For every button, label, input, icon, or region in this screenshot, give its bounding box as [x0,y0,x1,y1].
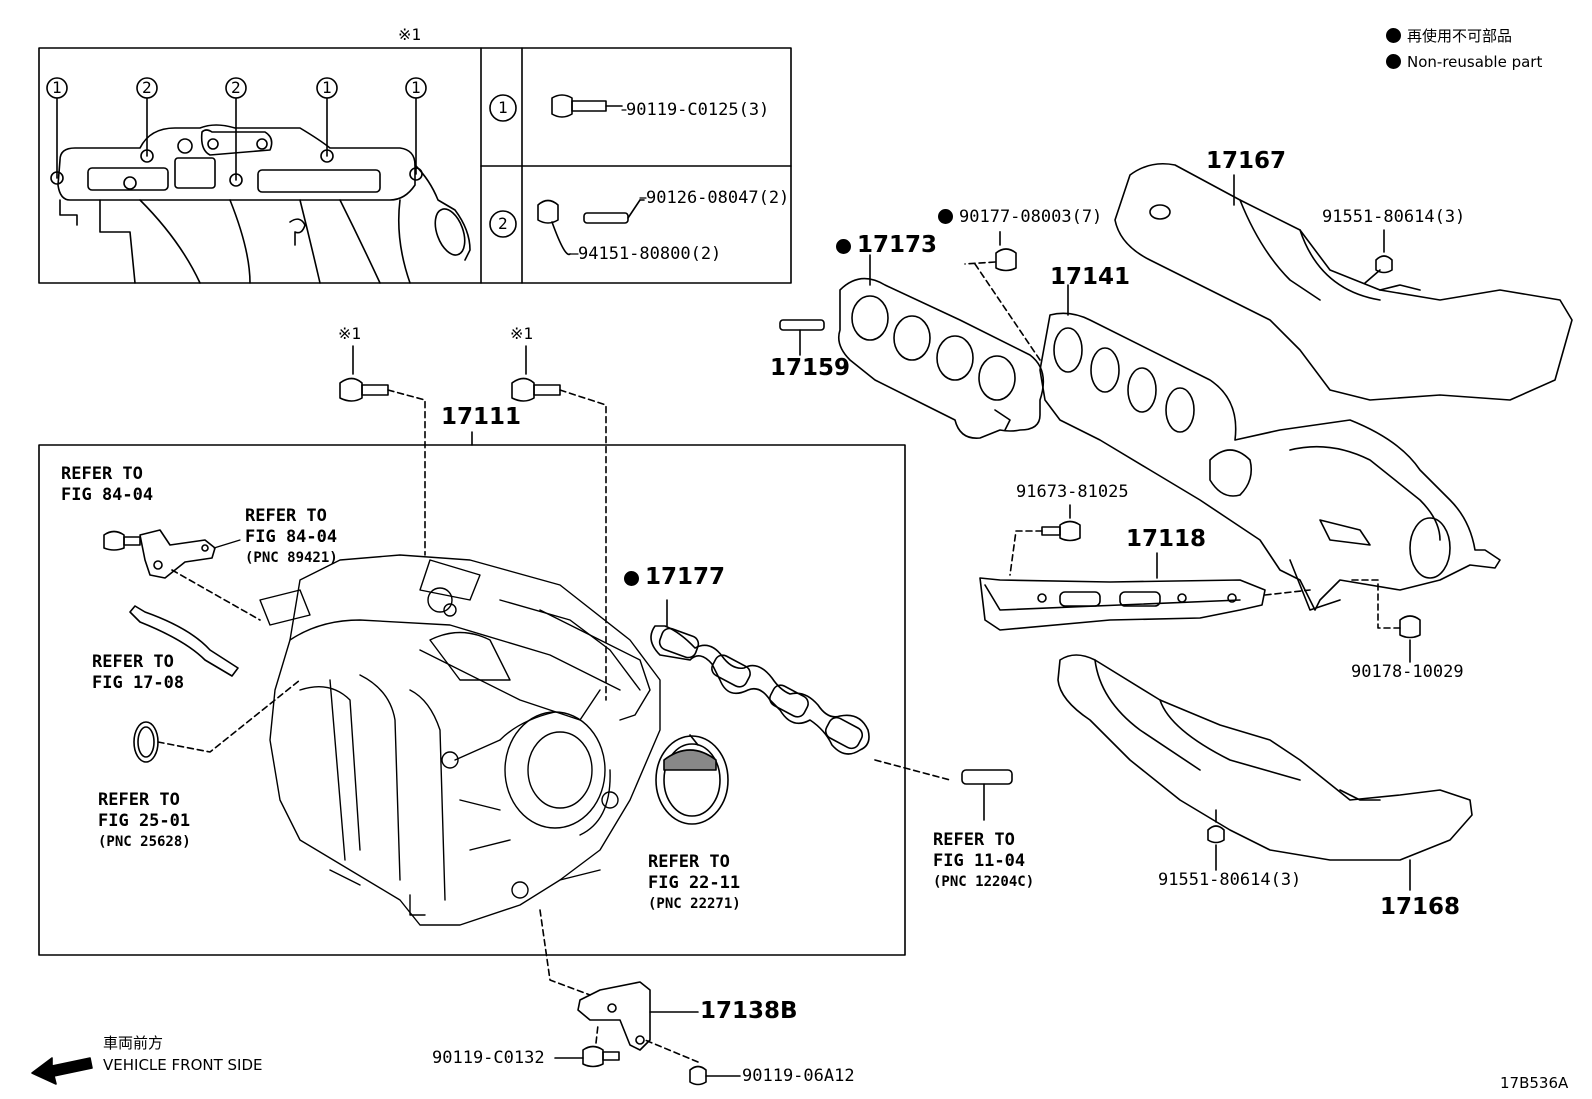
refer-line2: FIG 22-11 [648,873,741,893]
inset-box [38,47,792,284]
part-17177: 17177 [624,566,725,589]
non-reusable-dot-icon [938,209,953,224]
non-reusable-dot-icon [1386,28,1401,43]
part-90177-08003: 90177-08003(7) [938,209,1102,226]
refer-pnc: (PNC 25628) [98,834,191,850]
refer-pnc: (PNC 22271) [648,896,741,912]
part-91551-80614-top: 91551-80614(3) [1322,207,1466,227]
part-94151-80800: 94151-80800(2) [578,244,722,264]
o-ring-icon [133,679,301,763]
leader-lines [213,109,647,549]
inset-nut-icon [537,199,571,256]
gasket-17173-icon [837,254,1045,439]
part-90178-10029: 90178-10029 [1351,662,1464,682]
bolt-90119-06a12-icon [644,1039,741,1086]
inset-mark: ※1 [398,25,422,44]
refer-line1: REFER TO [98,790,180,810]
bolt-90119-c0132-icon [554,1024,620,1068]
refer-line2: FIG 84-04 [61,485,154,505]
part-17173: 17173 [836,234,937,257]
bolt-mark-right: ※1 [510,324,534,343]
throttle-gasket-icon [655,734,729,825]
refer-fig-25-01: REFER TO FIG 25-01 (PNC 25628) [98,790,191,853]
bolt-91673-icon [1009,504,1081,576]
heat-insulator-17167-icon [1114,162,1573,401]
inset-circle-3: 2 [231,78,241,97]
part-91551-80614-bottom: 91551-80614(3) [1158,870,1302,890]
front-side-en: VEHICLE FRONT SIDE [103,1056,263,1074]
part-90119-c0132: 90119-C0132 [432,1048,545,1068]
nut-90178-icon [1349,579,1421,663]
part-17118: 17118 [1126,526,1207,552]
inset-circle-4: 1 [322,78,332,97]
refer-fig-84-04-a: REFER TO FIG 84-04 [61,464,153,506]
part-17167: 17167 [1206,148,1287,174]
refer-line1: REFER TO [933,830,1015,850]
refer-line1: REFER TO [648,852,730,872]
inset-row-1-num: 1 [498,98,508,117]
non-reusable-dot-icon [624,571,639,586]
bolt-91551-bottom-icon [1207,809,1225,871]
legend-jp: 再使用不可部品 [1386,28,1512,44]
part-90119-06a12: 90119-06A12 [742,1066,855,1086]
exhaust-manifold-icon [1039,284,1501,611]
inset-flange-drawing [57,124,471,284]
inset-callouts [46,77,517,238]
refer-fig-22-11: REFER TO FIG 22-11 (PNC 22271) [648,852,741,915]
bracket-17138b-icon [539,909,699,1051]
gasket-17177-icon [650,599,951,781]
refer-line2: FIG 11-04 [933,851,1026,871]
legend-en: Non-reusable part [1386,54,1542,70]
top-bolt-right-icon [511,345,607,701]
part-17141: 17141 [1050,264,1131,290]
intake-manifold-drawing [259,554,661,926]
inset-row-2-num: 2 [498,214,508,233]
inset-circle-1: 1 [52,78,62,97]
top-bolt-left-icon [339,345,426,556]
intake-manifold-box [38,444,906,956]
refer-line1: REFER TO [92,652,174,672]
bolt-mark-left: ※1 [338,324,362,343]
non-reusable-dot-icon [1386,54,1401,69]
non-reusable-dot-icon [836,239,851,254]
part-17168: 17168 [1380,894,1461,920]
inset-bolt-icon [551,94,623,118]
part-17111: 17111 [441,404,522,430]
inset-stud-icon [583,199,645,224]
inset-circle-5: 1 [411,78,421,97]
refer-fig-17-08: REFER TO FIG 17-08 [92,652,184,694]
hose-icon [129,605,239,677]
part-17138b: 17138B [700,998,798,1024]
refer-pnc: (PNC 12204C) [933,874,1035,890]
stud-17159-icon [779,319,825,356]
part-91673-81025: 91673-81025 [1016,482,1129,502]
refer-line1: REFER TO [245,506,327,526]
refer-line1: REFER TO [61,464,143,484]
nut-90177-icon [964,230,1041,361]
front-arrow-icon [31,1057,93,1085]
refer-line2: FIG 25-01 [98,811,191,831]
refer-pnc: (PNC 89421) [245,550,338,566]
figure-code: 17B536A [1500,1074,1569,1092]
refer-line2: FIG 84-04 [245,527,338,547]
refer-fig-84-04-b: REFER TO FIG 84-04 (PNC 89421) [245,506,338,569]
stud-icon [961,769,1013,821]
front-side-jp: 車両前方 [103,1034,164,1052]
heat-insulator-17168-icon [1057,654,1473,891]
part-17159: 17159 [770,355,851,381]
sensor-bracket-icon [103,529,261,621]
bolt-91551-top-icon [1364,229,1393,284]
refer-fig-11-04: REFER TO FIG 11-04 (PNC 12204C) [933,830,1034,893]
inset-circle-2: 2 [142,78,152,97]
part-90126-08047: 90126-08047(2) [646,188,790,208]
part-90119-c0125: 90119-C0125(3) [626,100,770,120]
bracket-17118-icon [979,552,1311,631]
refer-line2: FIG 17-08 [92,673,185,693]
